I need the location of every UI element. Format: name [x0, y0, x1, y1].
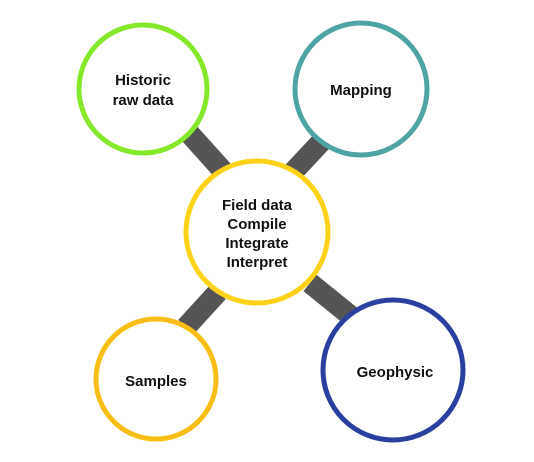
node-center-label-3: Integrate [225, 235, 288, 252]
node-geophysic: Geophysic [320, 297, 466, 443]
node-mapping-label: Mapping [330, 82, 392, 99]
node-historic: Historic raw data [76, 22, 210, 156]
node-mapping: Mapping [292, 20, 430, 158]
connector-mapping [285, 132, 331, 180]
node-geophysic-label: Geophysic [357, 364, 434, 381]
connector-geophysic [303, 274, 359, 326]
node-center-label-2: Compile [227, 216, 286, 233]
connector-historic [180, 124, 232, 180]
node-center-label-1: Field data [222, 197, 293, 214]
node-historic-circle [76, 22, 210, 156]
node-samples-circle [93, 316, 219, 442]
node-samples-label: Samples [125, 373, 187, 390]
node-center-circle [183, 158, 331, 306]
connector-samples [178, 284, 226, 335]
node-mapping-circle [292, 20, 430, 158]
node-geophysic-circle [320, 297, 466, 443]
node-historic-label-2: raw data [113, 92, 175, 109]
node-samples: Samples [93, 316, 219, 442]
node-center-label-4: Interpret [227, 254, 288, 271]
node-center: Field data Compile Integrate Interpret [183, 158, 331, 306]
node-historic-label-1: Historic [115, 72, 171, 89]
